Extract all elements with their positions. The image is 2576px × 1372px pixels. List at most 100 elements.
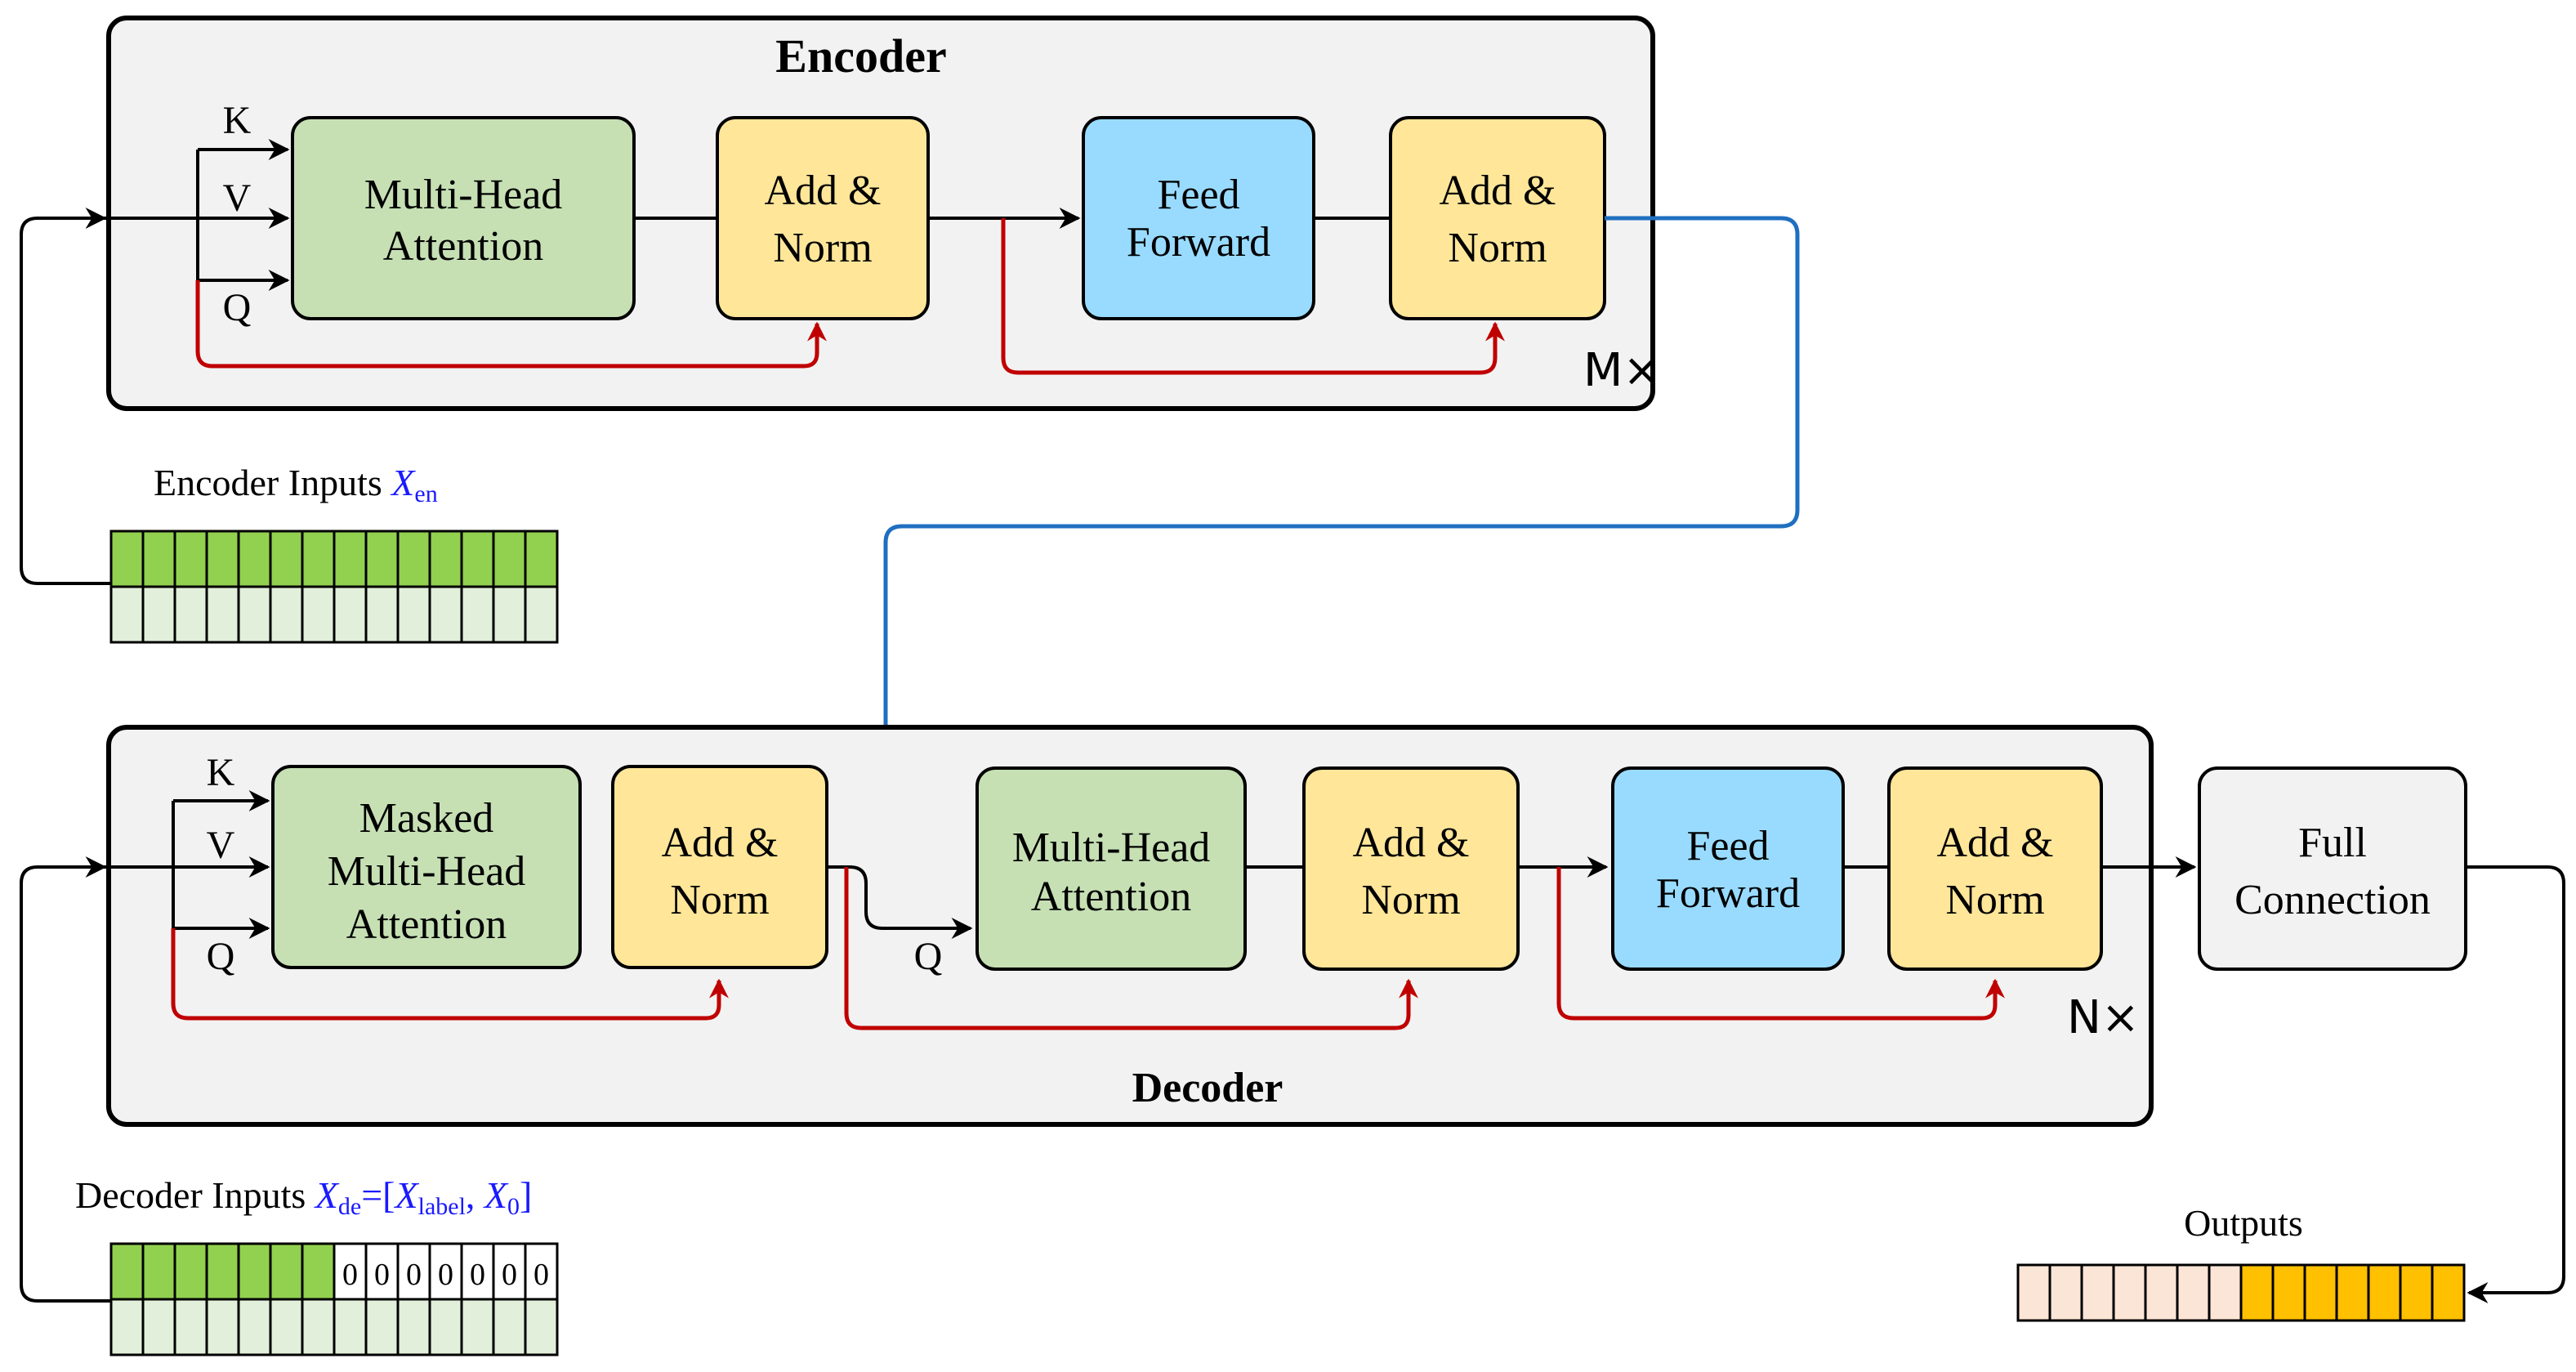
encoder-input-cell	[173, 585, 208, 644]
decoder-input-cell	[396, 1298, 431, 1356]
svg-text:Masked: Masked	[359, 795, 494, 842]
encoder-title: Encoder	[775, 29, 946, 83]
svg-text:Norm: Norm	[670, 877, 769, 923]
decoder-title: Decoder	[1132, 1065, 1284, 1111]
output-cells	[2016, 1263, 2466, 1322]
decoder-input-cell	[269, 1242, 304, 1301]
encoder-input-cell	[237, 585, 272, 644]
decoder-input-cell	[301, 1298, 336, 1356]
encoder-input-cell	[269, 585, 304, 644]
encoder-q-label: Q	[223, 286, 252, 329]
encoder-input-cell	[396, 585, 431, 644]
decoder-input-cell	[237, 1298, 272, 1356]
svg-text:Add &: Add &	[1440, 168, 1556, 214]
encoder-input-cell	[364, 585, 400, 644]
encoder-input-cell	[460, 530, 495, 588]
output-arrow	[2466, 865, 2565, 1303]
decoder-zero-cell-label: 0	[470, 1258, 485, 1292]
output-cell	[2208, 1263, 2243, 1322]
encoder-block: Encoder M× K V Q Multi-Head Attention	[49, 16, 1661, 411]
svg-text:Add &: Add &	[1937, 820, 2054, 866]
decoder-repeat-label: N×	[2067, 991, 2140, 1044]
decoder-input-cell	[492, 1298, 527, 1356]
svg-text:Attention: Attention	[383, 223, 543, 270]
decoder-zero-cell-label: 0	[406, 1258, 422, 1292]
decoder-inputs-label: Decoder Inputs Xde=[Xlabel, X0]	[75, 1174, 532, 1220]
decoder-zero-cell-label: 0	[438, 1258, 453, 1292]
decoder-input-cell	[205, 1242, 240, 1301]
encoder-input-arrow	[20, 208, 111, 585]
encoder-input-cell	[109, 585, 145, 644]
output-cell	[2080, 1263, 2115, 1322]
output-cell	[2399, 1263, 2434, 1322]
encoder-repeat-label: M×	[1583, 344, 1661, 397]
decoder-input-cell	[141, 1242, 176, 1301]
encoder-input-cell	[524, 530, 559, 588]
decoder-feed-forward: Feed Forward	[1611, 766, 1845, 971]
decoder-input-cell	[428, 1298, 463, 1356]
full-connection: Full Connection	[2198, 766, 2467, 971]
outputs-label: Outputs	[2184, 1202, 2303, 1244]
decoder-zero-cell-label: 0	[374, 1258, 390, 1292]
output-cell	[2112, 1263, 2147, 1322]
svg-text:Norm: Norm	[773, 225, 872, 271]
output-cell	[2176, 1263, 2211, 1322]
decoder-add-norm-1: Add & Norm	[611, 765, 828, 969]
encoder-input-cell	[205, 585, 240, 644]
encoder-input-cell	[492, 530, 527, 588]
svg-text:Attention: Attention	[346, 901, 507, 948]
encoder-input-cell	[141, 530, 176, 588]
output-cell	[2303, 1263, 2338, 1322]
decoder-residuals	[171, 867, 2005, 1030]
decoder-zero-cell-label: 0	[534, 1258, 549, 1292]
svg-text:Multi-Head: Multi-Head	[1012, 825, 1211, 871]
svg-text:Attention: Attention	[1031, 874, 1191, 920]
encoder-multi-head-attention: Multi-Head Attention	[291, 116, 636, 320]
decoder-input-cell	[109, 1298, 145, 1356]
svg-text:Add &: Add &	[765, 168, 882, 214]
svg-text:Full: Full	[2298, 820, 2367, 866]
encoder-input-cell	[205, 530, 240, 588]
output-cell	[2048, 1263, 2083, 1322]
svg-text:Feed: Feed	[1686, 823, 1769, 869]
encoder-residuals	[195, 218, 1505, 375]
encoder-v-label: V	[223, 177, 252, 220]
output-cell	[2016, 1263, 2051, 1322]
encoder-input-cell	[269, 530, 304, 588]
decoder-zero-cell-label: 0	[342, 1258, 358, 1292]
output-cell	[2144, 1263, 2179, 1322]
decoder-input-cell	[524, 1242, 559, 1301]
decoder-multi-head-attention: Multi-Head Attention	[975, 766, 1247, 971]
decoder-add-norm-3: Add & Norm	[1887, 766, 2103, 971]
svg-text:Add &: Add &	[662, 820, 779, 866]
decoder-add-norm-2: Add & Norm	[1302, 766, 1520, 971]
decoder-input-arrow	[20, 856, 111, 1303]
svg-text:Add &: Add &	[1353, 820, 1470, 866]
decoder-k-label: K	[207, 751, 235, 794]
encoder-input-cell	[396, 530, 431, 588]
encoder-add-norm-2: Add & Norm	[1389, 116, 1606, 320]
encoder-input-cell	[492, 585, 527, 644]
svg-text:Forward: Forward	[1656, 870, 1800, 917]
encoder-inputs: Encoder Inputs Xen	[109, 462, 559, 644]
decoder-input-cell	[333, 1298, 368, 1356]
encoder-input-cell	[333, 530, 368, 588]
encoder-input-cell	[301, 530, 336, 588]
decoder-v-label: V	[207, 824, 235, 867]
encoder-input-cell	[237, 530, 272, 588]
encoder-input-cell	[524, 585, 559, 644]
decoder-block: Decoder N× K V Q Q Masked Multi-Head	[49, 725, 2197, 1127]
encoder-input-cell	[460, 585, 495, 644]
output-cell	[2239, 1263, 2275, 1322]
encoder-input-cell	[109, 530, 145, 588]
encoder-input-cell	[428, 585, 463, 644]
encoder-inputs-label: Encoder Inputs Xen	[154, 462, 438, 507]
output-cell	[2431, 1263, 2466, 1322]
decoder-cross-q-label: Q	[914, 935, 943, 978]
decoder-masked-multi-head-attention: Masked Multi-Head Attention	[271, 765, 582, 969]
encoder-input-cell	[333, 585, 368, 644]
encoder-add-norm-1: Add & Norm	[716, 116, 930, 320]
